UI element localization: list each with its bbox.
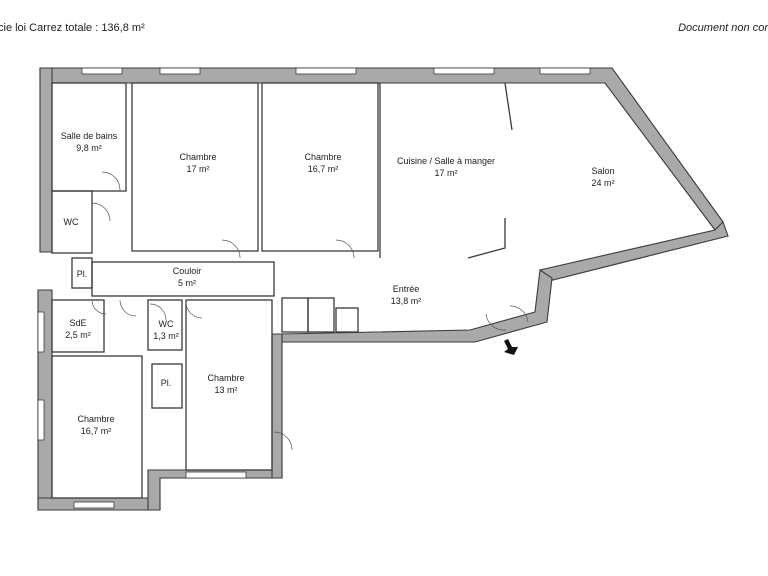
door xyxy=(101,171,121,191)
room-area: 1,3 m² xyxy=(153,331,179,341)
window xyxy=(73,501,115,509)
room-name: Pl. xyxy=(161,378,172,388)
room-area: 13,8 m² xyxy=(391,296,422,306)
room-name: Chambre xyxy=(77,414,114,424)
chambre-4-outline xyxy=(51,355,143,499)
document-disclaimer-text: Document non cor xyxy=(678,22,768,34)
salon-east-wall xyxy=(539,220,729,283)
room-area: 17 m² xyxy=(434,168,457,178)
window xyxy=(37,311,45,353)
chambre-2-outline xyxy=(261,82,379,252)
door xyxy=(273,431,293,451)
room-name: Pl. xyxy=(77,269,88,279)
room-name: Entrée xyxy=(393,284,420,294)
chambre-3-outline xyxy=(185,299,273,471)
room-name: SdE xyxy=(69,318,86,328)
room-name: Salle de bains xyxy=(61,131,118,141)
room-area: 2,5 m² xyxy=(65,330,91,340)
entree-cabinet xyxy=(281,297,309,333)
room-area: 5 m² xyxy=(178,278,196,288)
window xyxy=(185,471,247,479)
window xyxy=(433,67,495,75)
entrance-door xyxy=(509,305,529,323)
room-name: Couloir xyxy=(173,266,202,276)
room-area: 9,8 m² xyxy=(76,143,102,153)
wc-outline xyxy=(51,190,93,254)
cuisine-partition xyxy=(379,82,513,259)
room-area: 24 m² xyxy=(591,178,614,188)
entrance-arrow-icon xyxy=(504,339,518,355)
window xyxy=(37,399,45,441)
couloir-outline xyxy=(91,261,275,297)
door xyxy=(149,303,167,321)
door xyxy=(91,299,107,315)
room-name: WC xyxy=(159,319,174,329)
door xyxy=(91,202,111,222)
room-name: Chambre xyxy=(207,373,244,383)
windows xyxy=(37,67,591,509)
interior-walls xyxy=(51,82,513,499)
surface-total-text: cie loi Carrez totale : 136,8 m² xyxy=(0,22,145,34)
east-wall-bedroom xyxy=(271,333,283,479)
door xyxy=(185,301,203,319)
doors xyxy=(91,171,529,451)
window xyxy=(295,67,357,75)
entree-cabinet xyxy=(307,297,335,333)
sde-outline xyxy=(51,299,105,353)
wc-2-outline xyxy=(147,299,183,351)
room-labels: Salle de bains 9,8 m² WC Chambre 17 m² C… xyxy=(61,131,615,436)
room-area: 17 m² xyxy=(186,164,209,174)
room-name: WC xyxy=(64,217,79,227)
entree-cabinet xyxy=(335,307,359,333)
window xyxy=(81,67,123,75)
door xyxy=(335,239,355,259)
door xyxy=(119,299,137,317)
room-area: 16,7 m² xyxy=(81,426,112,436)
window xyxy=(539,67,591,75)
door xyxy=(221,239,241,259)
room-name: Chambre xyxy=(179,152,216,162)
placard-2-outline xyxy=(151,363,183,409)
room-area: 16,7 m² xyxy=(308,164,339,174)
room-area: 13 m² xyxy=(214,385,237,395)
chambre-1-outline xyxy=(131,82,259,252)
window xyxy=(159,67,201,75)
west-wall-upper xyxy=(39,67,53,253)
north-wall xyxy=(39,67,724,231)
entrance-door xyxy=(485,313,507,331)
room-name: Cuisine / Salle à manger xyxy=(397,156,495,166)
room-name: Chambre xyxy=(304,152,341,162)
room-name: Salon xyxy=(591,166,614,176)
